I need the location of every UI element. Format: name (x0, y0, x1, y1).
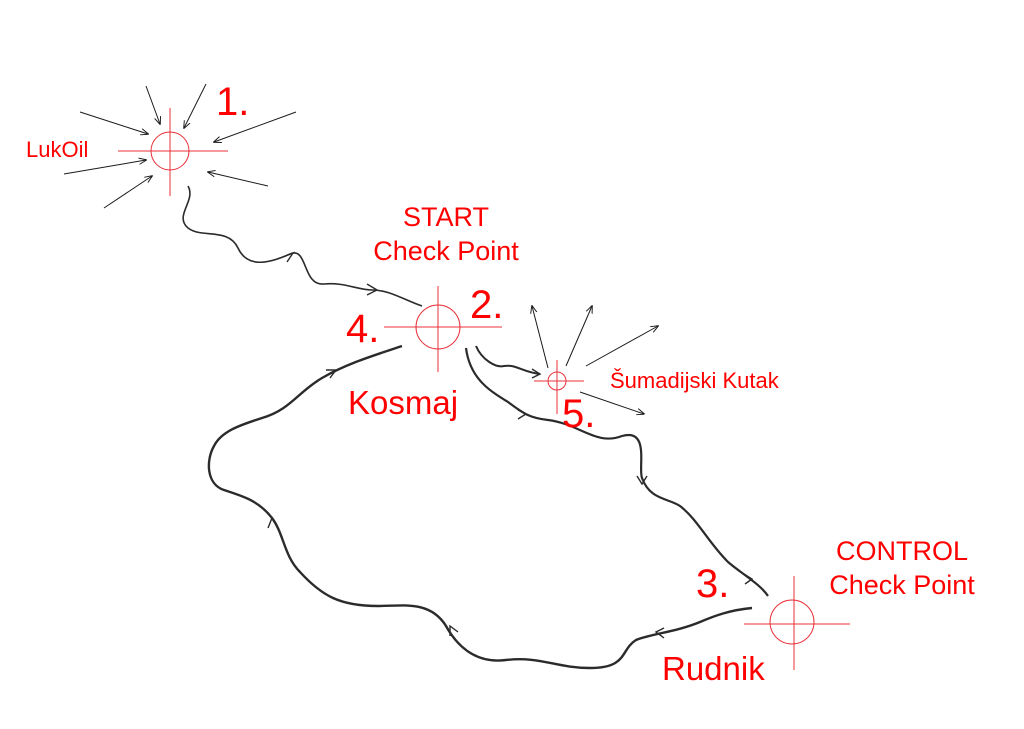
kosmaj-end-number: 4. (346, 307, 380, 351)
route-arrow-8 (449, 624, 459, 636)
route-kosmaj-to-sumadijski (475, 345, 541, 375)
start-caption-line-1: START (402, 202, 489, 232)
route-arrow-10 (326, 369, 338, 379)
lukoil-label: LukOil (26, 137, 89, 162)
route-arrow-4 (636, 475, 648, 486)
sumadijski-number: 5. (562, 392, 596, 436)
start-caption-line-2: Check Point (373, 235, 519, 266)
route-arrow-9 (267, 516, 279, 529)
lukoil-number: 1. (216, 80, 250, 124)
sumadijski-outgoing-arrows (532, 306, 658, 414)
control-checkpoint-caption: CONTROL Check Point (804, 535, 1000, 603)
route-rudnik-to-kosmaj (207, 344, 753, 670)
route-arrow-1 (282, 251, 295, 263)
kosmaj-marker (384, 286, 502, 372)
route-arrow-3 (517, 409, 528, 420)
route-arrow-6 (531, 368, 542, 379)
lukoil-incoming-arrows (63, 83, 297, 209)
route-kosmaj-to-rudnik (464, 347, 769, 597)
route-arrow-5 (743, 573, 754, 585)
lukoil-marker (118, 108, 228, 196)
rudnik-label: Rudnik (662, 650, 765, 687)
route-arrow-2 (366, 283, 379, 296)
rudnik-marker (744, 576, 850, 670)
control-caption-line-2: Check Point (829, 569, 975, 600)
rudnik-number: 3. (696, 562, 730, 606)
route-arrow-7 (654, 627, 665, 639)
sumadijski-label: Šumadijski Kutak (610, 368, 779, 393)
kosmaj-start-number: 2. (470, 283, 504, 327)
control-caption-line-1: CONTROL (835, 536, 968, 566)
start-checkpoint-caption: START Check Point (356, 201, 536, 269)
sumadijski-marker (534, 360, 584, 414)
kosmaj-label: Kosmaj (348, 384, 459, 421)
